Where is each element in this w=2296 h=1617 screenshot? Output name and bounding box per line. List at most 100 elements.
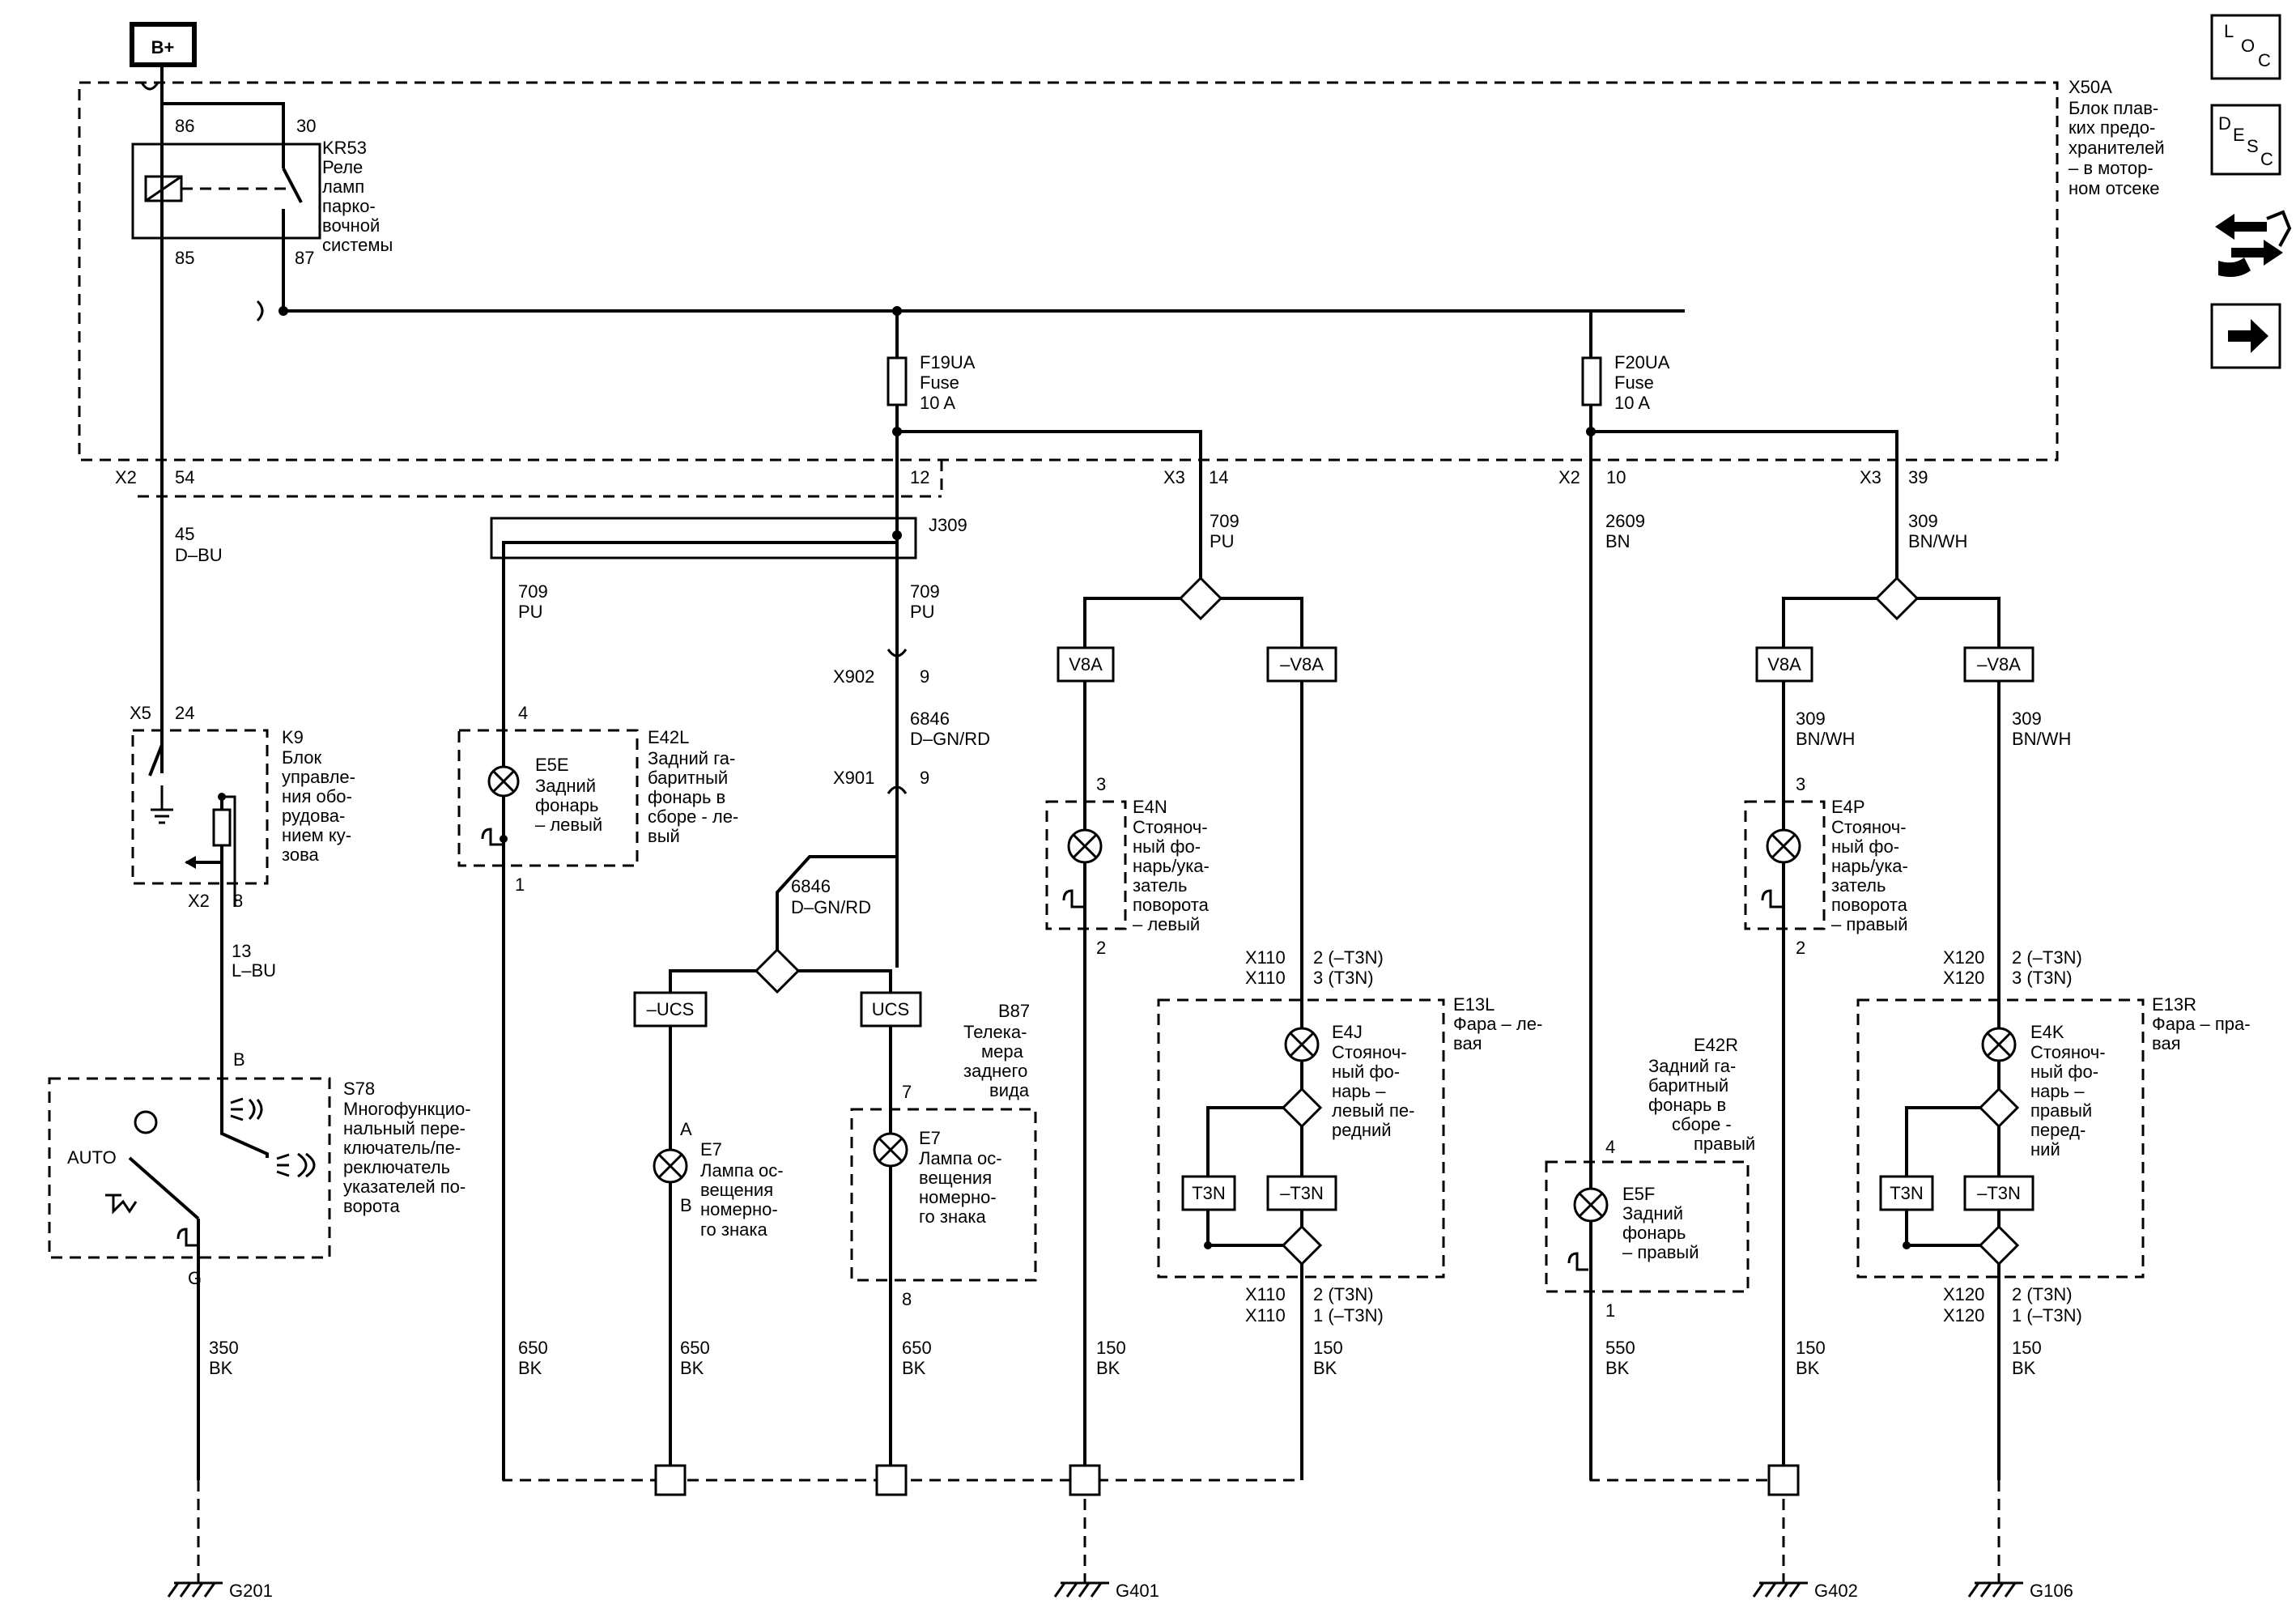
desc-button[interactable]: D E S C [2210, 104, 2281, 176]
svg-text:фонарь в: фонарь в [648, 787, 725, 807]
svg-text:PU: PU [518, 602, 543, 622]
svg-text:2 (–T3N): 2 (–T3N) [2012, 947, 2082, 968]
svg-text:85: 85 [175, 248, 194, 268]
svg-text:BN: BN [1605, 531, 1631, 551]
svg-text:2: 2 [1096, 938, 1106, 958]
svg-text:поворота: поворота [1831, 895, 1908, 915]
svg-text:E4J: E4J [1332, 1022, 1363, 1042]
svg-text:BK: BK [1096, 1358, 1120, 1378]
svg-text:Стояноч-: Стояноч- [1831, 817, 1907, 837]
svg-text:перед-: перед- [2030, 1120, 2086, 1140]
ground-g201: G201 [167, 1581, 273, 1601]
svg-text:ном отсеке: ном отсеке [2069, 178, 2160, 198]
svg-text:L–BU: L–BU [232, 960, 276, 981]
svg-text:3: 3 [1096, 774, 1106, 794]
svg-text:нальный пере-: нальный пере- [343, 1118, 466, 1138]
svg-text:нием ку-: нием ку- [282, 825, 351, 845]
svg-text:Fuse: Fuse [1614, 372, 1654, 393]
svg-text:3: 3 [1796, 774, 1805, 794]
svg-text:–T3N: –T3N [1280, 1183, 1324, 1203]
svg-text:G201: G201 [229, 1581, 273, 1601]
lamp-e5e: 4 1 E5E Задний фонарь – левый E42L Задни… [457, 558, 738, 1480]
svg-text:709: 709 [518, 581, 548, 602]
svg-text:10 A: 10 A [1614, 393, 1650, 413]
fuse-f20ua: F20UA Fuse 10 A [1581, 311, 1898, 1480]
svg-text:709: 709 [910, 581, 940, 602]
svg-text:E42L: E42L [648, 727, 689, 747]
switch-s78: B AUTO G S78 Многофункцио- нальный пере-… [48, 1049, 471, 1480]
v8a-right-branch: V8A –V8A 3 2 E4P Стояноч- ный фо- нарь/у… [1744, 576, 2035, 1480]
svg-text:UCS: UCS [872, 999, 909, 1019]
svg-text:–UCS: –UCS [647, 999, 695, 1019]
svg-text:PU: PU [910, 602, 935, 622]
svg-text:A: A [680, 1119, 692, 1139]
svg-text:– левый: – левый [535, 815, 602, 835]
svg-text:сборе - ле-: сборе - ле- [648, 806, 738, 827]
svg-text:фонарь в: фонарь в [1648, 1095, 1726, 1115]
svg-text:Лампа ос-: Лампа ос- [700, 1160, 784, 1181]
svg-text:9: 9 [920, 666, 929, 687]
svg-text:парко-: парко- [322, 196, 376, 216]
ground-bus [197, 1385, 2000, 1583]
svg-text:вещения: вещения [700, 1180, 773, 1200]
svg-text:L: L [2224, 21, 2234, 41]
svg-text:X120: X120 [1943, 968, 1984, 988]
svg-text:X110: X110 [1245, 1305, 1286, 1326]
svg-text:нарь –: нарь – [1332, 1081, 1386, 1101]
svg-text:AUTO: AUTO [67, 1147, 117, 1168]
svg-text:–V8A: –V8A [1977, 654, 2021, 674]
svg-text:12: 12 [910, 467, 929, 487]
svg-text:X902: X902 [833, 666, 874, 687]
svg-text:X120: X120 [1943, 1284, 1984, 1304]
svg-text:затель: затель [1831, 875, 1886, 896]
svg-text:86: 86 [175, 116, 194, 136]
svg-text:фонарь: фонарь [535, 795, 598, 815]
svg-text:B: B [680, 1195, 692, 1215]
svg-text:1: 1 [1605, 1300, 1615, 1321]
svg-text:X110: X110 [1245, 968, 1286, 988]
svg-text:G401: G401 [1116, 1581, 1159, 1601]
svg-text:6846: 6846 [791, 876, 831, 896]
next-arrow-button[interactable] [2210, 303, 2281, 369]
svg-text:350: 350 [209, 1338, 239, 1358]
svg-text:2 (–T3N): 2 (–T3N) [1313, 947, 1384, 968]
svg-text:650: 650 [902, 1338, 932, 1358]
svg-text:ламп: ламп [322, 177, 364, 197]
svg-text:нарь/ука-: нарь/ука- [1133, 856, 1210, 876]
svg-text:1 (–T3N): 1 (–T3N) [2012, 1305, 2082, 1326]
svg-text:затель: затель [1133, 875, 1187, 896]
svg-text:ный фо-: ный фо- [2030, 1062, 2098, 1082]
svg-text:– в мотор-: – в мотор- [2069, 158, 2154, 178]
svg-text:ключатель/пе-: ключатель/пе- [343, 1138, 461, 1158]
svg-text:54: 54 [175, 467, 194, 487]
ucs-branch: –UCS UCS A B E7 Лампа ос- вещения номерн… [633, 947, 1037, 1480]
relay-kr53: 86 30 85 87 KR53 Реле ламп парко- вочной… [131, 65, 1685, 773]
svg-text:зова: зова [282, 845, 320, 865]
svg-text:G106: G106 [2030, 1581, 2073, 1601]
svg-text:45: 45 [175, 524, 194, 544]
svg-text:X3: X3 [1860, 467, 1881, 487]
svg-text:нарь –: нарь – [2030, 1081, 2085, 1101]
svg-text:нарь/ука-: нарь/ука- [1831, 856, 1908, 876]
svg-text:T3N: T3N [1192, 1183, 1226, 1203]
svg-text:мера: мера [981, 1041, 1024, 1062]
svg-text:заднего: заднего [963, 1061, 1027, 1081]
svg-text:вещения: вещения [919, 1168, 992, 1188]
svg-text:D–GN/RD: D–GN/RD [910, 729, 990, 749]
svg-text:1: 1 [515, 874, 525, 895]
loc-button[interactable]: L O C [2210, 14, 2281, 80]
svg-text:X2: X2 [188, 891, 210, 911]
svg-text:4: 4 [518, 703, 528, 723]
svg-text:реключатель: реключатель [343, 1157, 450, 1177]
svg-text:BK: BK [1313, 1358, 1337, 1378]
svg-text:поворота: поворота [1133, 895, 1210, 915]
svg-text:BN/WH: BN/WH [1796, 729, 1855, 749]
svg-text:D–BU: D–BU [175, 545, 223, 565]
svg-text:BK: BK [209, 1358, 233, 1378]
wrench-arrows-icon[interactable] [2215, 210, 2292, 277]
svg-text:BK: BK [680, 1358, 704, 1378]
svg-text:O: O [2241, 36, 2255, 56]
svg-text:ный фо-: ный фо- [1831, 836, 1899, 857]
